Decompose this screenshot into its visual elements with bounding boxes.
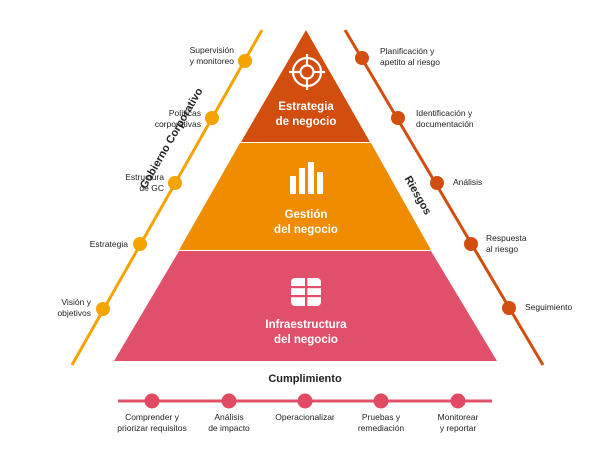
left-dot (168, 176, 182, 190)
grid-blocks-icon (291, 278, 321, 306)
left-dot (205, 111, 219, 125)
right-item-label: Análisis (453, 177, 483, 187)
left-item-label: Estructura de GC (125, 172, 164, 193)
bottom-item-label: Pruebas y remediación (357, 412, 405, 433)
right-dot (430, 176, 444, 190)
left-item-label: Políticas corporativas (154, 108, 201, 129)
bottom-dot (144, 393, 160, 409)
right-dot (391, 111, 405, 125)
bottom-dot (221, 393, 237, 409)
left-axis-dots (96, 54, 252, 316)
left-item-label: Estrategia (89, 239, 128, 249)
bottom-dot (450, 393, 466, 409)
right-dot (464, 237, 478, 251)
left-dot (238, 54, 252, 68)
bar-chart-icon (290, 162, 323, 194)
left-item-label: Visión y objetivos (57, 297, 91, 318)
bottom-dot (297, 393, 313, 409)
bottom-item-label: Análisis de impacto (208, 412, 250, 433)
left-dot (96, 302, 110, 316)
pyramid-bottom-label: Infraestructura del negocio (265, 319, 347, 346)
crosshair-target-icon (289, 54, 325, 90)
right-dot (355, 51, 369, 65)
left-item-label: Supervisión y monitoreo (189, 45, 234, 66)
left-dot (133, 237, 147, 251)
bottom-axis-dots (144, 393, 466, 409)
right-item-label: Respuesta al riesgo (486, 233, 527, 254)
bottom-item-label: Comprender y priorizar requisitos (117, 412, 187, 433)
pyramid-middle-layer (179, 143, 431, 250)
bottom-item-label: Operacionalizar (275, 412, 335, 422)
right-item-label: Seguimiento (525, 302, 573, 312)
right-item-label: Identificación y documentación (416, 108, 474, 129)
pyramid-middle-label: Gestión del negocio (274, 209, 338, 236)
right-axis-dots (355, 51, 516, 315)
right-item-label: Planificación y apetito al riesgo (380, 46, 441, 67)
pyramid-top-label: Estrategia de negocio (275, 101, 337, 128)
right-dot (502, 301, 516, 315)
bottom-item-label: Monitorear y reportar (437, 412, 479, 433)
bottom-axis-title: Cumplimiento (268, 373, 342, 385)
bottom-dot (373, 393, 389, 409)
